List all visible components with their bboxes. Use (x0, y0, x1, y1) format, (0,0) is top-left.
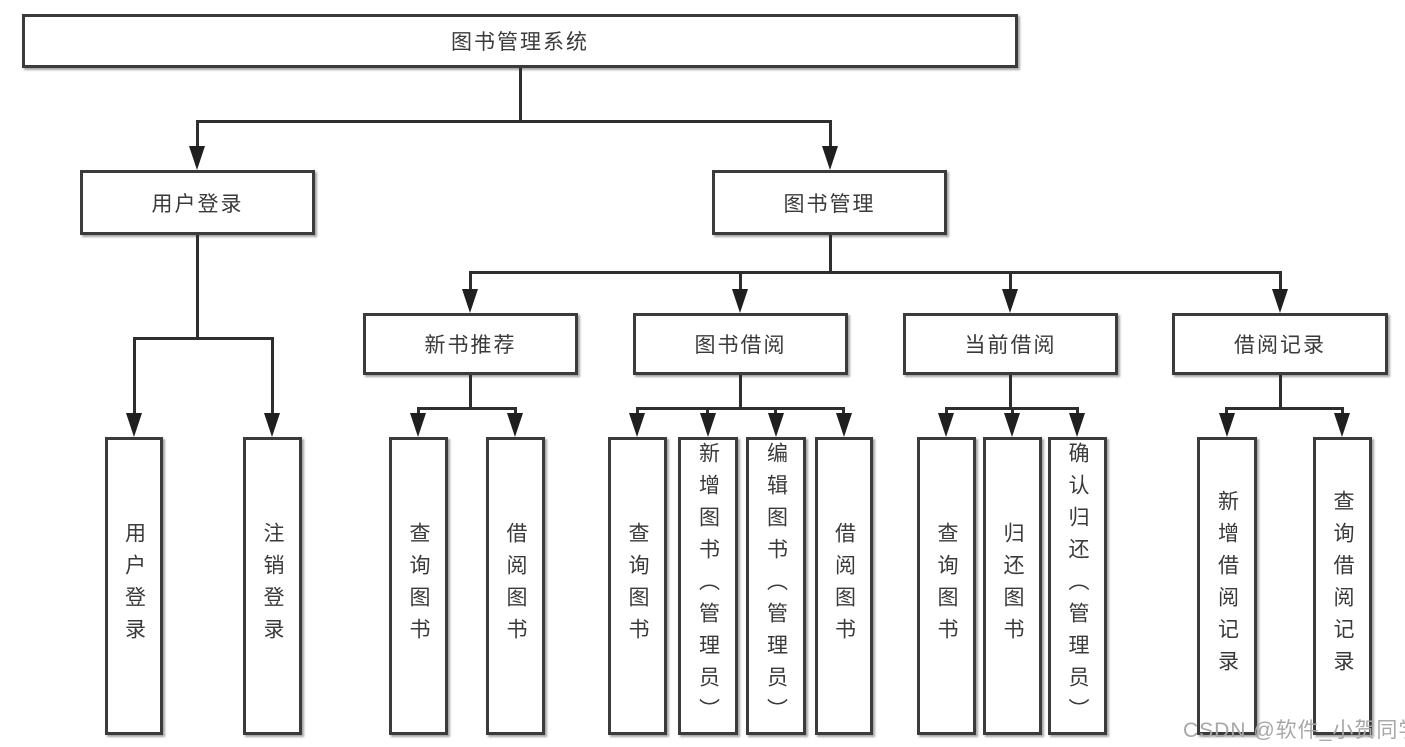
csdn-watermark: CSDN @软件_小贺同学 (1183, 719, 1405, 742)
node-root: 图书管理系统 (22, 14, 1018, 68)
leaf-current-confirm-return-label: 确认归还（管理员） (1066, 442, 1089, 730)
node-current-borrow: 当前借阅 (903, 313, 1118, 375)
leaf-borrow-borrow-books-label: 借阅图书 (832, 522, 856, 650)
connector-line (636, 407, 845, 410)
leaf-borrow-add-books: 新增图书（管理员） (678, 437, 738, 735)
connector-line (519, 68, 522, 120)
connector-line (1225, 407, 1228, 413)
connector-line (417, 407, 517, 410)
arrow-down-icon (189, 146, 205, 170)
arrow-down-icon (700, 413, 716, 437)
node-root-label: 图书管理系统 (451, 31, 589, 54)
leaf-logout: 注销登录 (243, 437, 302, 735)
connector-line (469, 271, 1282, 274)
node-book-management-label: 图书管理 (783, 192, 876, 216)
node-current-borrow-label: 当前借阅 (964, 334, 1057, 357)
arrow-down-icon (410, 413, 426, 437)
node-book-borrow-label: 图书借阅 (694, 334, 787, 357)
leaf-records-query-record: 查询借阅记录 (1313, 437, 1372, 735)
node-new-book-recommend-label: 新书推荐 (424, 334, 517, 357)
connector-line (829, 235, 832, 271)
leaf-borrow-borrow-books: 借阅图书 (815, 437, 873, 735)
leaf-records-add-record: 新增借阅记录 (1197, 437, 1257, 735)
node-user-login-label: 用户登录 (151, 192, 244, 216)
connector-line (774, 407, 777, 413)
connector-line (1009, 375, 1012, 407)
connector-line (1009, 271, 1012, 289)
node-book-borrow: 图书借阅 (633, 313, 848, 375)
leaf-recommend-query-books: 查询图书 (389, 437, 448, 735)
connector-line (636, 407, 639, 413)
node-borrow-records: 借阅记录 (1172, 313, 1388, 375)
leaf-current-query-books-label: 查询图书 (935, 522, 958, 650)
arrow-down-icon (264, 413, 280, 437)
arrow-down-icon (1002, 289, 1018, 313)
leaf-records-add-record-label: 新增借阅记录 (1215, 490, 1239, 682)
leaf-logout-label: 注销登录 (261, 522, 284, 650)
leaf-recommend-borrow-books-label: 借阅图书 (504, 522, 527, 650)
leaf-borrow-query-books-label: 查询图书 (626, 522, 649, 650)
arrow-down-icon (629, 413, 645, 437)
arrow-down-icon (1219, 413, 1235, 437)
connector-line (417, 407, 420, 413)
connector-line (196, 120, 199, 146)
connector-line (739, 375, 742, 407)
connector-line (739, 271, 742, 289)
leaf-current-return-books: 归还图书 (983, 437, 1042, 735)
arrow-down-icon (1334, 413, 1350, 437)
connector-line (829, 120, 832, 146)
node-book-management: 图书管理 (712, 170, 947, 235)
leaf-recommend-borrow-books: 借阅图书 (486, 437, 545, 735)
arrow-down-icon (732, 289, 748, 313)
connector-line (469, 271, 472, 289)
connector-line (706, 407, 709, 413)
leaf-borrow-edit-books-label: 编辑图书（管理员） (764, 442, 788, 730)
arrow-down-icon (768, 413, 784, 437)
connector-line (1225, 407, 1344, 410)
connector-line (469, 375, 472, 407)
connector-line (196, 235, 199, 337)
connector-line (1011, 407, 1014, 413)
leaf-current-confirm-return: 确认归还（管理员） (1048, 437, 1107, 735)
arrow-down-icon (836, 413, 852, 437)
connector-line (1279, 271, 1282, 289)
leaf-borrow-add-books-label: 新增图书（管理员） (696, 442, 720, 730)
leaf-current-return-books-label: 归还图书 (1001, 522, 1024, 650)
leaf-borrow-query-books: 查询图书 (608, 437, 667, 735)
leaf-recommend-query-books-label: 查询图书 (407, 522, 430, 650)
arrow-down-icon (1004, 413, 1020, 437)
connector-line (945, 407, 948, 413)
connector-line (133, 337, 136, 413)
connector-line (842, 407, 845, 413)
node-user-login: 用户登录 (80, 170, 315, 235)
arrow-down-icon (1272, 289, 1288, 313)
arrow-down-icon (462, 289, 478, 313)
connector-line (133, 337, 274, 340)
arrow-down-icon (822, 146, 838, 170)
node-borrow-records-label: 借阅记录 (1234, 334, 1326, 357)
arrow-down-icon (507, 413, 523, 437)
connector-line (1076, 407, 1079, 413)
arrow-down-icon (938, 413, 954, 437)
node-new-book-recommend: 新书推荐 (363, 313, 578, 375)
leaf-current-query-books: 查询图书 (917, 437, 976, 735)
connector-line (271, 337, 274, 413)
connector-line (1279, 375, 1282, 407)
connector-line (1341, 407, 1344, 413)
leaf-borrow-edit-books: 编辑图书（管理员） (746, 437, 806, 735)
leaf-user-login: 用户登录 (105, 437, 163, 735)
arrow-down-icon (1069, 413, 1085, 437)
leaf-records-query-record-label: 查询借阅记录 (1331, 490, 1354, 682)
leaf-user-login-label: 用户登录 (122, 522, 146, 650)
arrow-down-icon (126, 413, 142, 437)
connector-line (514, 407, 517, 413)
connector-line (196, 120, 832, 123)
